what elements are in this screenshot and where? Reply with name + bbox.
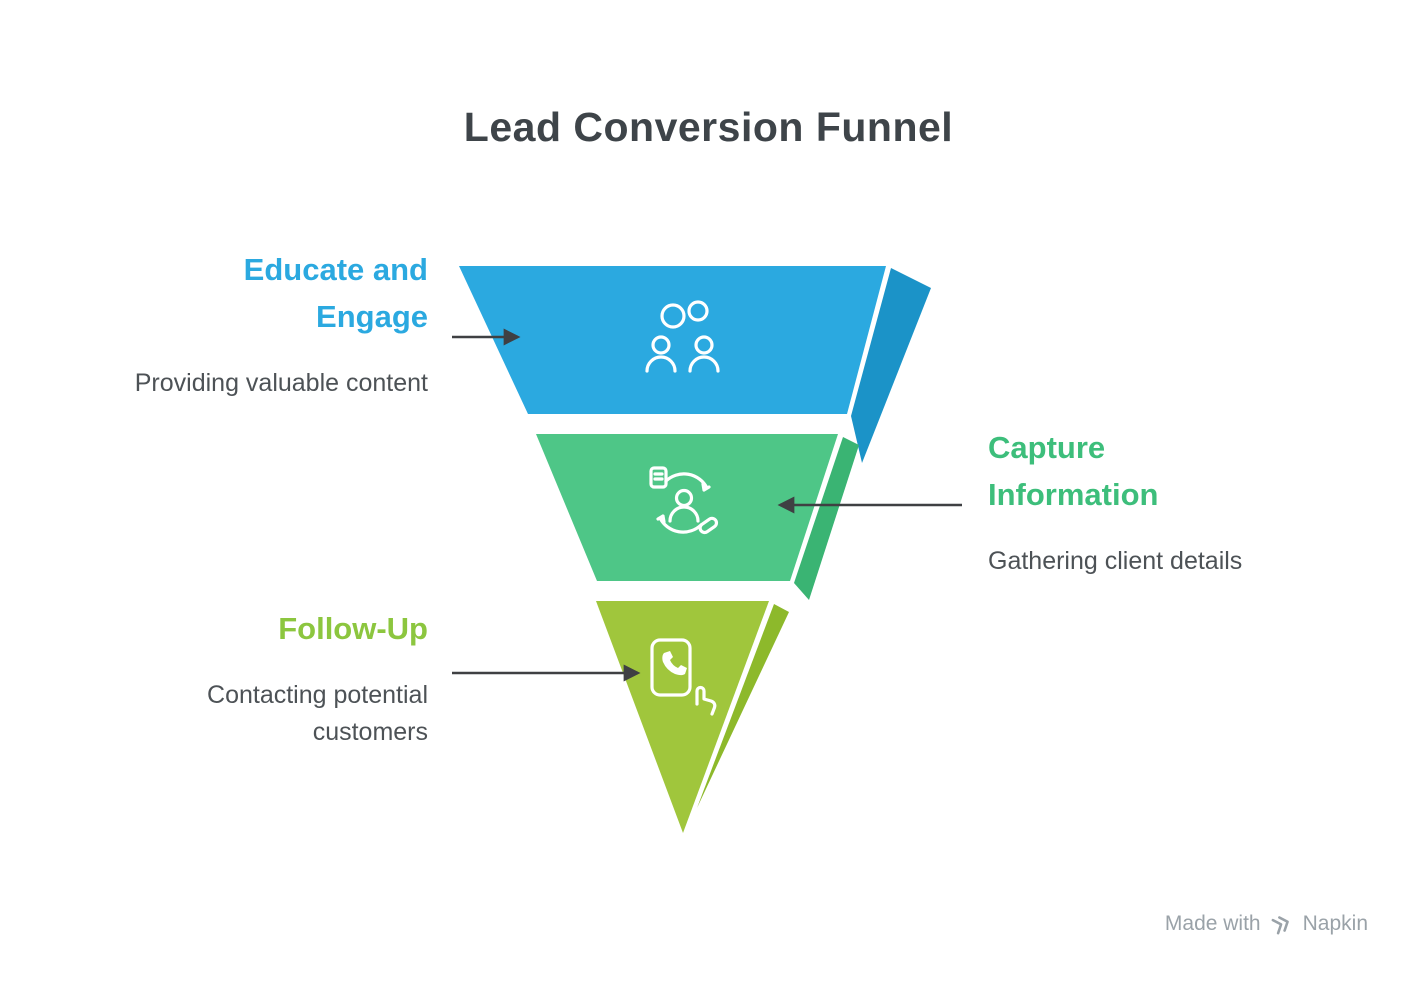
- diagram-title: Lead Conversion Funnel: [463, 104, 954, 150]
- napkin-logo-icon: [1271, 916, 1289, 935]
- people-connection-icon: [645, 300, 720, 373]
- funnel-stage3-side: [697, 604, 789, 808]
- person-sync-icon: [649, 466, 719, 535]
- stage-callout-follow-up: Follow-Up Contacting potential customers: [128, 605, 428, 751]
- phone-tap-icon: [650, 638, 717, 716]
- stage-label-follow-up: Follow-Up: [278, 611, 428, 646]
- funnel-stage2-side: [794, 437, 859, 600]
- funnel-stage3-face: [596, 601, 769, 833]
- stage-description-educate-and-engage: Providing valuable content: [134, 369, 428, 397]
- funnel-stage1-side: [851, 268, 931, 463]
- stage-callout-capture-information: Capture Information Gathering client det…: [988, 424, 1328, 580]
- brand-name: Napkin: [1302, 912, 1368, 935]
- attribution: Made with Napkin: [1165, 912, 1368, 936]
- stage-callout-educate-and-engage: Educate and Engage Providing valuable co…: [128, 246, 428, 402]
- stage-description-capture-information: Gathering client details: [988, 547, 1243, 575]
- funnel-stage1-face: [459, 266, 886, 414]
- made-with-text: Made with: [1164, 912, 1261, 935]
- stage-label-educate-and-engage: Educate and Engage: [243, 252, 428, 334]
- stage-label-capture-information: Capture Information: [988, 430, 1159, 512]
- stage-description-follow-up: Contacting potential customers: [207, 681, 428, 746]
